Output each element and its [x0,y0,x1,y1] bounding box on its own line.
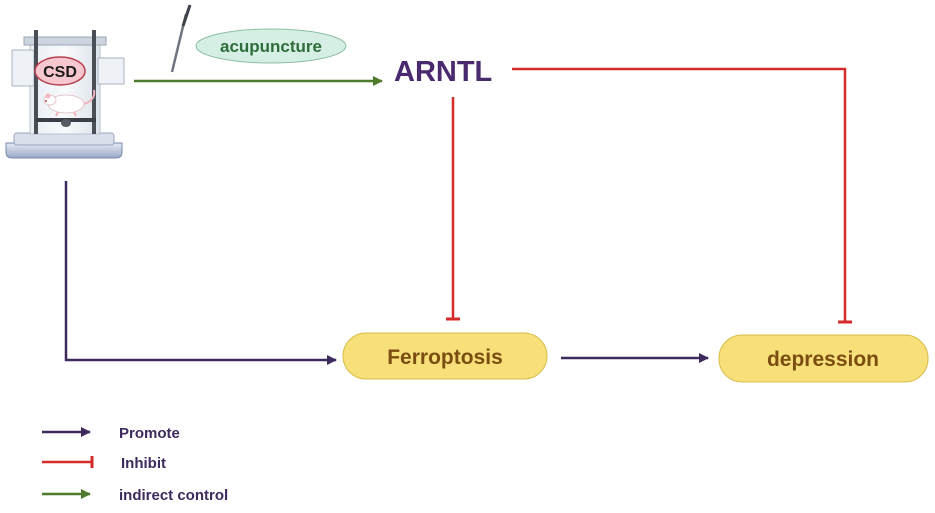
csd-label: CSD [43,64,77,81]
acupuncture-node: acupuncture [195,28,347,64]
depression-node: depression [718,334,929,383]
legend-label-indirect: indirect control [119,487,228,504]
legend-label-inhibit: Inhibit [121,455,166,472]
mouse-icon [43,89,96,117]
acupuncture-needle-icon [170,4,192,73]
ferroptosis-label: Ferroptosis [387,346,503,369]
legend-item-promote: Promote [42,425,180,442]
arntl-label: ARNTL [394,56,492,88]
ferroptosis-node: Ferroptosis [342,332,548,380]
edge-arntl-inhibits-depression [512,67,852,324]
legend-item-inhibit: Inhibit [42,455,166,472]
edge-csd-to-ferroptosis [64,181,337,365]
legend-item-indirect: indirect control [42,487,228,504]
legend-label-promote: Promote [119,425,180,442]
cage-apparatus-icon: CSD [5,30,125,159]
depression-label: depression [767,348,879,371]
legend: Promote Inhibit indirect control [42,425,228,504]
acupuncture-label: acupuncture [220,37,322,56]
edge-arntl-inhibits-ferroptosis [446,97,460,321]
